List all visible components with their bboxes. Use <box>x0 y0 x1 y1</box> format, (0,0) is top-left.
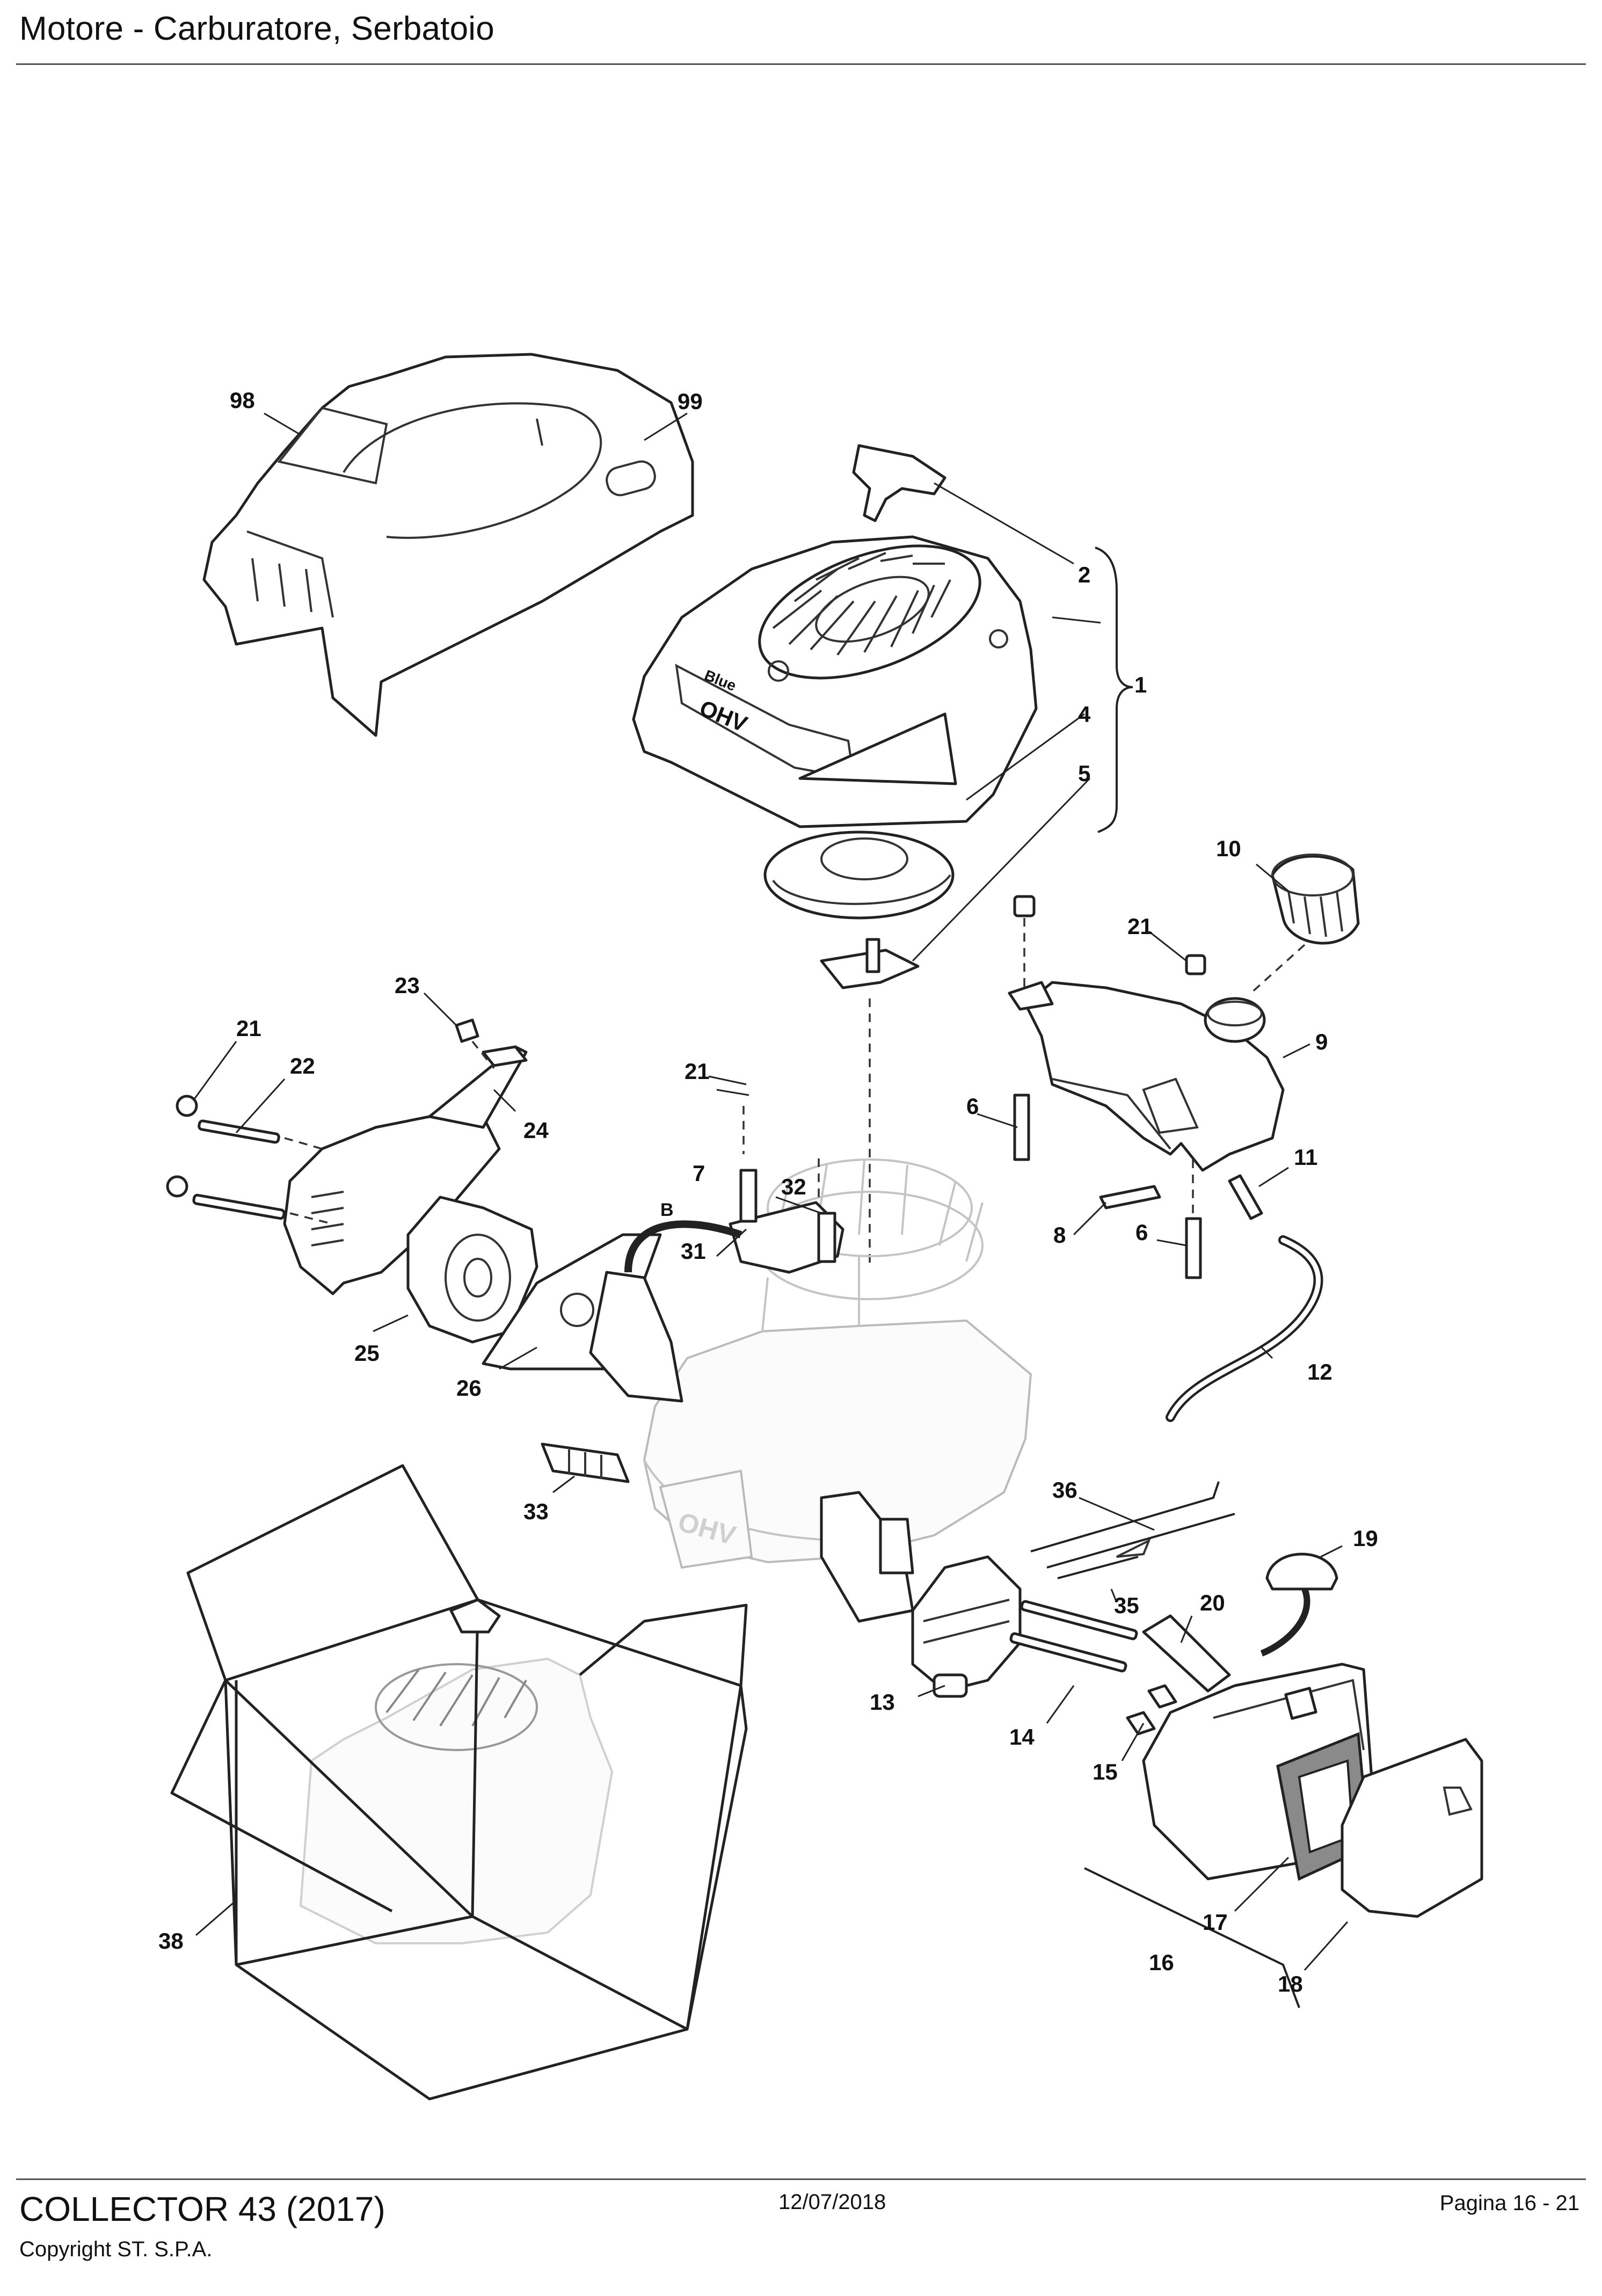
spark-plug <box>541 1442 630 1483</box>
callout-11: 11 <box>1294 1145 1317 1170</box>
muffler-body <box>406 1196 538 1344</box>
callout-7: 7 <box>693 1161 705 1186</box>
ignition-coil <box>589 1169 844 1403</box>
callout-labels: 98 99 2 1 4 5 10 21 9 23 21 22 21 24 6 1… <box>158 388 1378 1996</box>
callout-5: 5 <box>1078 761 1090 786</box>
footer-divider <box>16 2178 1586 2180</box>
engine-shipping-box <box>170 1464 748 2101</box>
carb-gaskets <box>820 1491 914 1623</box>
callout-12: 12 <box>1307 1359 1332 1384</box>
fuel-cap <box>1271 854 1360 945</box>
breather-tube <box>1142 1614 1231 1693</box>
footer-page-number: Pagina 16 - 21 <box>1439 2191 1579 2215</box>
tank-fasteners <box>1013 895 1263 1279</box>
callout-31: 31 <box>681 1238 706 1264</box>
header-divider <box>16 63 1586 65</box>
callout-38: 38 <box>158 1928 184 1954</box>
callout-4: 4 <box>1078 702 1091 727</box>
callout-24: 24 <box>523 1118 549 1143</box>
fuel-tank <box>1008 981 1285 1172</box>
starter-handle <box>852 444 946 522</box>
muffler-bolts <box>166 1018 495 1225</box>
callout-18: 18 <box>1278 1971 1303 1996</box>
callout-B: B <box>660 1200 674 1220</box>
callout-21-tank: 21 <box>1127 914 1153 939</box>
carb-studs <box>1009 1600 1177 1736</box>
starter-pulley <box>763 830 955 989</box>
callout-6-lower: 6 <box>1135 1220 1148 1245</box>
callout-21-coil: 21 <box>685 1059 710 1084</box>
footer-copyright: Copyright ST. S.P.A. <box>19 2237 213 2261</box>
callout-16: 16 <box>1149 1950 1174 1975</box>
callout-13: 13 <box>870 1689 895 1715</box>
callout-33: 33 <box>523 1499 549 1524</box>
callout-20: 20 <box>1200 1590 1225 1615</box>
callout-14: 14 <box>1009 1724 1035 1750</box>
engine-block: OHV <box>643 1158 1032 1569</box>
callout-99: 99 <box>678 389 703 414</box>
callout-15: 15 <box>1093 1759 1118 1784</box>
primer-bulb <box>1260 1552 1338 1657</box>
throttle-linkage <box>1030 1481 1235 1579</box>
callout-10: 10 <box>1216 836 1241 861</box>
air-filter-cover <box>1341 1738 1483 1918</box>
callout-1: 1 <box>1134 672 1147 697</box>
page-title: Motore - Carburatore, Serbatoio <box>19 10 494 47</box>
callout-25: 25 <box>354 1340 380 1366</box>
callout-17: 17 <box>1203 1909 1228 1935</box>
carburetor <box>911 1555 1022 1698</box>
callout-23: 23 <box>395 973 420 998</box>
callout-8: 8 <box>1053 1222 1066 1248</box>
callout-19: 19 <box>1353 1526 1378 1551</box>
footer-date: 12/07/2018 <box>778 2190 886 2214</box>
callout-32: 32 <box>781 1174 806 1199</box>
callout-9: 9 <box>1315 1029 1328 1054</box>
callout-26: 26 <box>456 1375 482 1401</box>
leader-lines <box>192 412 1349 1971</box>
footer-model: COLLECTOR 43 (2017) <box>19 2190 385 2228</box>
callout-21-muffler: 21 <box>236 1016 261 1041</box>
recoil-starter-housing: OHV Blue <box>632 444 1038 828</box>
callout-22: 22 <box>290 1053 315 1078</box>
callout-36: 36 <box>1052 1477 1077 1503</box>
callout-2: 2 <box>1078 562 1090 587</box>
callout-6-upper: 6 <box>966 1094 979 1119</box>
callout-35: 35 <box>1114 1593 1139 1618</box>
callout-98: 98 <box>230 388 255 413</box>
engine-top-cover <box>202 353 694 737</box>
